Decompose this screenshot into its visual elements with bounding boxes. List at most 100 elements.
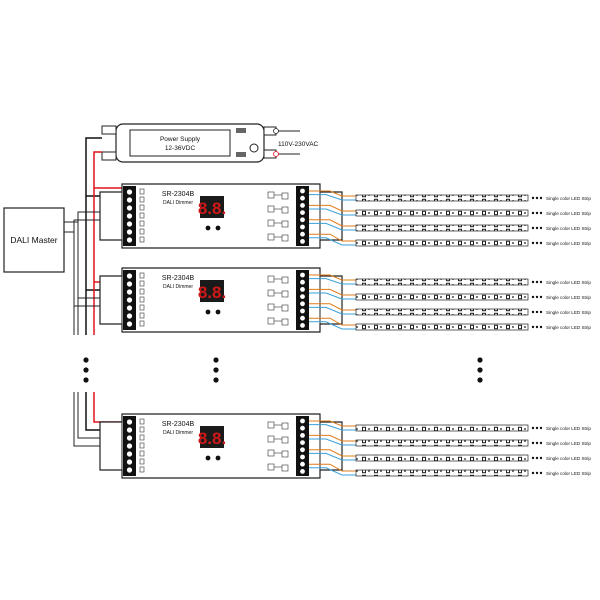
continuation-dot-icon xyxy=(535,310,539,314)
dimmer-subtitle-label: DALI Dimmer xyxy=(163,200,193,206)
input-terminal-label-icon xyxy=(139,296,145,303)
output-channel-icon xyxy=(281,436,289,444)
power-supply-voltage: 12-36VDC xyxy=(165,145,196,152)
input-terminal-label-icon xyxy=(139,458,145,465)
output-channel-icon xyxy=(267,317,275,325)
dimmer-model-label: SR-2304B xyxy=(162,191,195,198)
dimmer-1: SR-2304B DALI Dimmer 8.8. Single color LED … xyxy=(99,183,591,249)
dimmer-button-right[interactable] xyxy=(215,309,221,315)
led-strip-row: Single color LED Strip xyxy=(309,434,591,447)
output-channel-icon xyxy=(281,206,289,214)
led-strip-label: Single color LED Strip xyxy=(546,456,591,461)
input-terminal-label-icon xyxy=(139,204,145,211)
led-strip xyxy=(355,308,529,316)
input-terminal-screw-icon xyxy=(126,221,133,227)
led-strip-label: Single color LED Strip xyxy=(546,241,591,246)
dimmer-button-left[interactable] xyxy=(205,225,211,231)
continuation-dot-icon xyxy=(531,441,535,445)
continuation-dot-icon xyxy=(531,456,535,460)
led-strip xyxy=(355,454,529,462)
output-wire-a xyxy=(309,288,356,296)
input-terminal-screw-icon xyxy=(126,229,133,235)
dimmer-display-digits: 8.8. xyxy=(198,199,226,218)
mains-neutral-icon xyxy=(273,151,279,157)
output-wire-a xyxy=(309,420,356,427)
output-wire-b xyxy=(309,424,356,431)
led-strip-label: Single color LED Strip xyxy=(546,226,591,231)
led-strip xyxy=(355,424,529,432)
continuation-dot-icon xyxy=(531,226,535,230)
output-channel-icon xyxy=(267,449,275,457)
output-channel-icon xyxy=(267,421,275,429)
output-channel-icon xyxy=(281,290,289,298)
input-terminal-screw-icon xyxy=(126,459,133,465)
dimmer-2: SR-2304B DALI Dimmer 8.8. Single color LED … xyxy=(99,267,591,333)
continuation-dot-icon xyxy=(535,241,539,245)
power-supply: Power Supply 12-36VDC 110V-230VAC xyxy=(101,123,319,163)
continuation-dot-icon xyxy=(535,456,539,460)
led-strip-label: Single color LED Strip xyxy=(546,471,591,476)
output-terminal-screw-icon xyxy=(300,287,305,292)
output-channel-icon xyxy=(267,233,275,241)
led-strip-label: Single color LED Strip xyxy=(546,280,591,285)
dimmer-subtitle-label: DALI Dimmer xyxy=(163,430,193,436)
output-terminal-block xyxy=(296,186,309,246)
dimmer-button-right[interactable] xyxy=(215,225,221,231)
output-terminal-screw-icon xyxy=(300,469,305,474)
output-wire-a xyxy=(309,190,356,197)
input-terminal-screw-icon xyxy=(126,443,133,449)
dimmer-button-left[interactable] xyxy=(205,455,211,461)
continuation-dot-icon xyxy=(535,280,539,284)
output-channel-icon xyxy=(281,422,289,430)
dimmer-model-label: SR-2304B xyxy=(162,275,195,282)
output-terminal-screw-icon xyxy=(300,294,305,299)
output-channel-icon xyxy=(281,234,289,242)
led-strip-row: Single color LED Strip xyxy=(309,204,591,217)
led-strip-label: Single color LED Strip xyxy=(546,426,591,431)
continuation-dot-icon xyxy=(539,280,543,284)
input-terminal-label-icon xyxy=(139,196,145,203)
continuation-dot-icon xyxy=(531,295,535,299)
output-terminal-block xyxy=(296,416,309,476)
output-wire-b xyxy=(309,292,356,300)
input-terminal-screw-icon xyxy=(126,305,133,311)
continuation-dot-icon xyxy=(531,211,535,215)
dimmer-button-right[interactable] xyxy=(215,455,221,461)
dimmer-button-left[interactable] xyxy=(205,309,211,315)
led-strip-row: Single color LED Strip xyxy=(309,219,591,232)
output-channel-icon xyxy=(281,450,289,458)
led-strip-row: Single color LED Strip xyxy=(309,317,591,331)
input-terminal-label-icon xyxy=(139,220,145,227)
led-strip-row: Single color LED Strip xyxy=(309,420,591,432)
output-wire-b xyxy=(309,438,356,446)
input-terminal-screw-icon xyxy=(126,281,133,287)
output-terminal-screw-icon xyxy=(300,224,305,230)
output-terminal-screw-icon xyxy=(300,454,305,460)
input-terminal-label-icon xyxy=(139,288,145,295)
continuation-dot-icon xyxy=(531,471,535,475)
output-terminal-screw-icon xyxy=(300,203,305,208)
dimmer-display xyxy=(200,196,224,218)
output-channel-icon xyxy=(267,275,275,283)
input-terminal-screw-icon xyxy=(126,273,133,279)
output-wire-b xyxy=(309,467,356,476)
input-terminal-screw-icon xyxy=(126,297,133,303)
continuation-dot-icon xyxy=(539,325,543,329)
led-strip xyxy=(355,469,529,477)
output-terminal-screw-icon xyxy=(300,418,305,424)
output-terminal-screw-icon xyxy=(300,239,305,244)
input-terminal-label-icon xyxy=(139,320,145,327)
continuation-dot-icon xyxy=(539,426,543,430)
led-strip-row: Single color LED Strip xyxy=(309,303,591,316)
input-terminal-label-icon xyxy=(139,418,145,425)
led-strip-row: Single color LED Strip xyxy=(309,233,591,247)
output-terminal-screw-icon xyxy=(300,447,305,453)
continuation-dot-icon xyxy=(539,310,543,314)
dimmer-display-digits: 8.8. xyxy=(198,283,226,302)
dali-bus-wires xyxy=(64,211,122,447)
dimmer-subtitle-label: DALI Dimmer xyxy=(163,284,193,290)
input-terminal-screw-icon xyxy=(126,467,133,473)
led-strip-label: Single color LED Strip xyxy=(546,310,591,315)
